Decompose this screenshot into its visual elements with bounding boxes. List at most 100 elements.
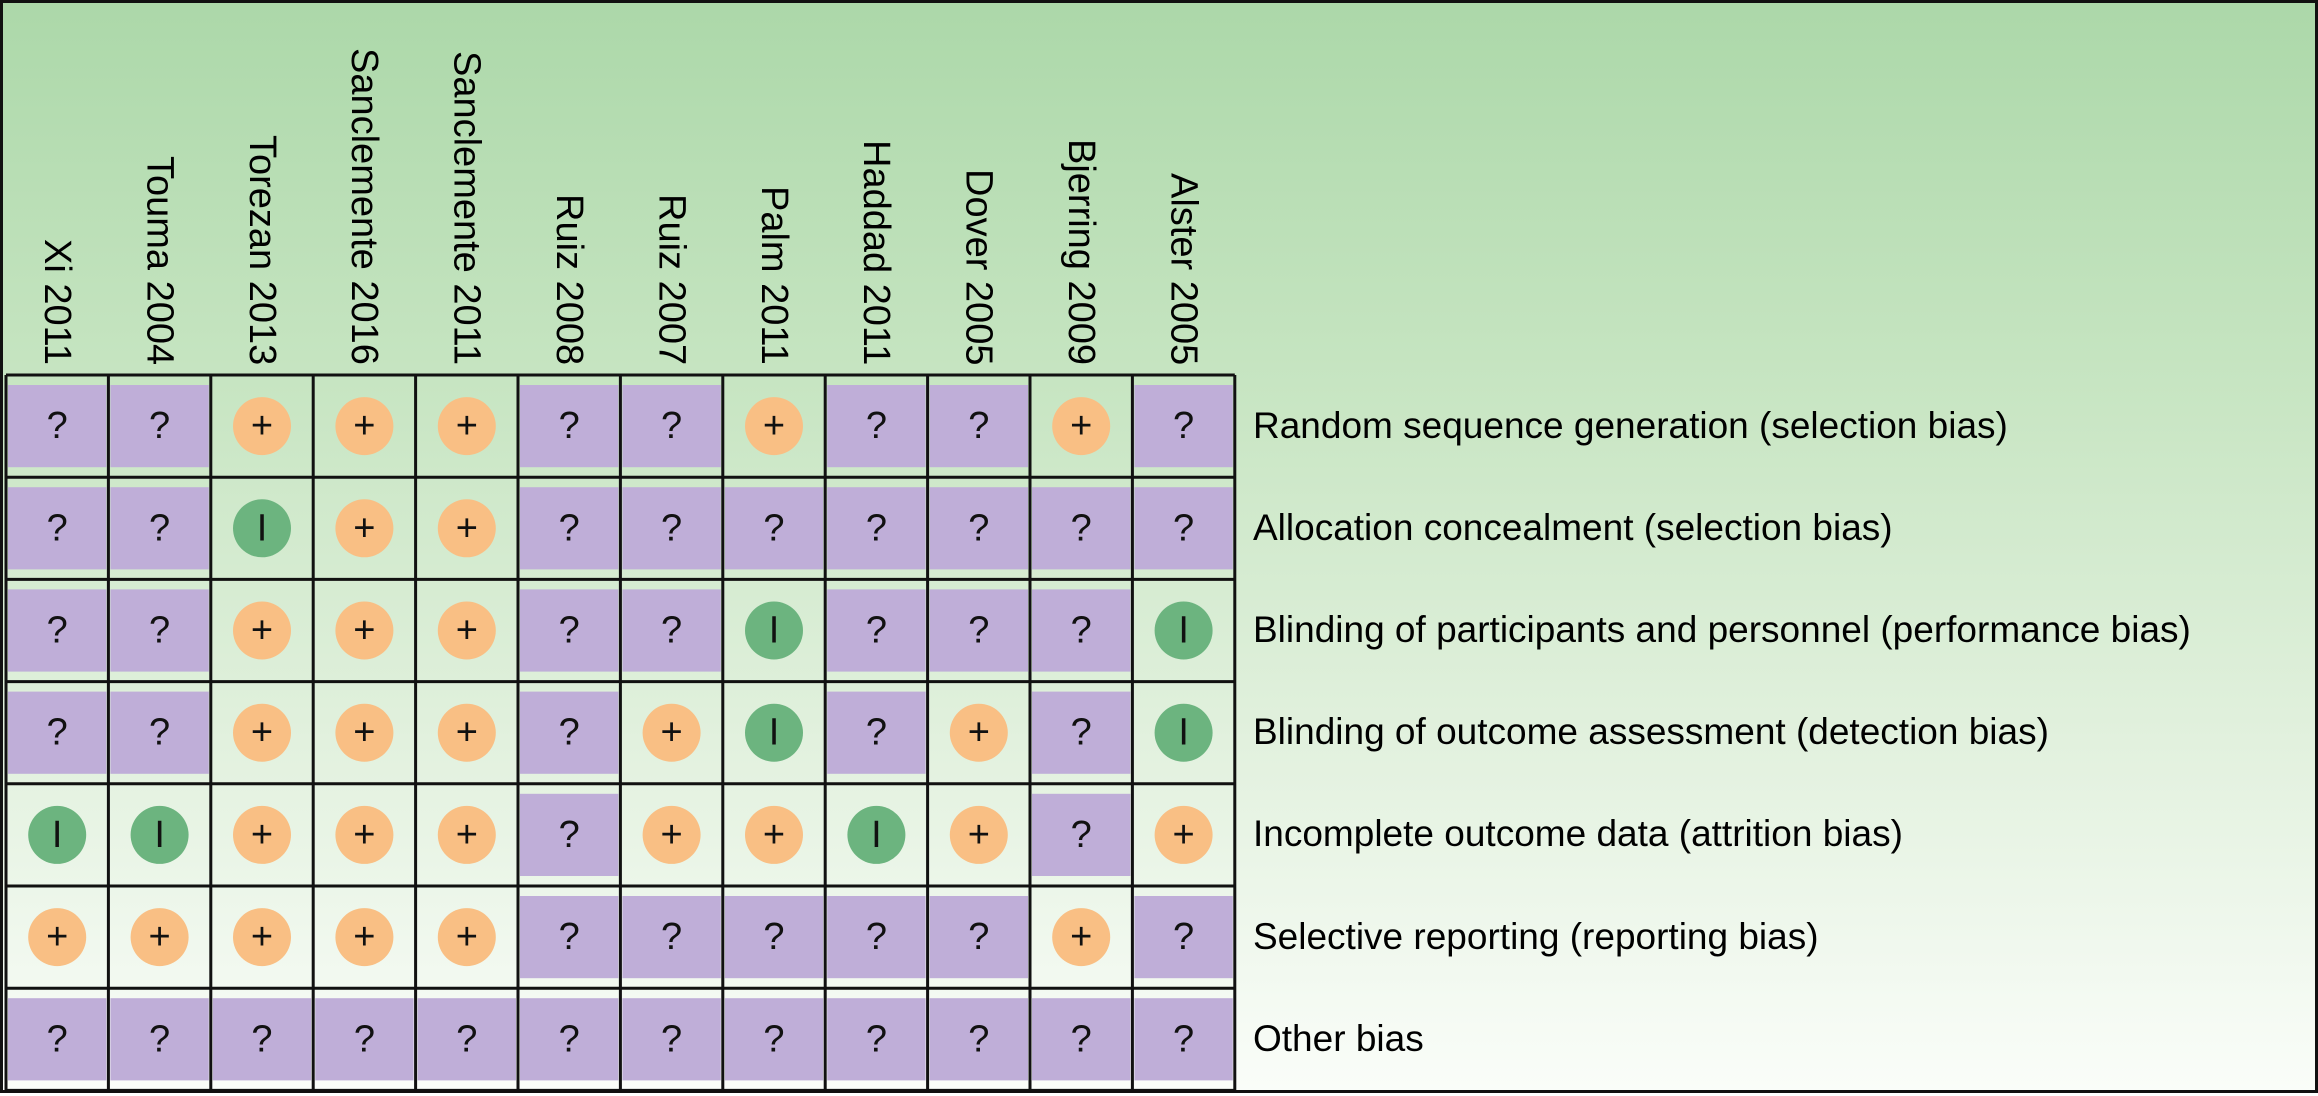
unclear-mark — [1032, 487, 1131, 570]
unclear-mark — [417, 998, 516, 1081]
judgement-symbol: ? — [1173, 405, 1194, 447]
judgement-symbol: ? — [47, 405, 68, 447]
domain-label: Blinding of outcome assessment (detectio… — [1253, 711, 2049, 753]
domain-label: Other bias — [1253, 1017, 1424, 1059]
judgement-symbol: + — [353, 405, 375, 447]
judgement-symbol: ? — [968, 1018, 989, 1060]
judgement-cell: ? — [520, 998, 619, 1081]
study-label: Alster 2005 — [1132, 3, 1234, 375]
judgement-symbol: + — [353, 814, 375, 856]
judgement-symbol: ? — [251, 1018, 272, 1060]
judgement-symbol: ? — [559, 610, 580, 652]
low-risk-mark — [437, 397, 496, 456]
judgement-cell: + — [1052, 908, 1111, 967]
judgement-cell: ? — [929, 589, 1028, 672]
unclear-mark — [724, 998, 824, 1081]
judgement-cell: + — [335, 908, 394, 967]
judgement-symbol: ? — [149, 507, 170, 549]
judgement-symbol: + — [660, 712, 682, 754]
judgement-cell: ? — [827, 487, 926, 570]
study-label: Sanclemente 2011 — [416, 3, 518, 375]
low-risk-mark — [437, 703, 496, 762]
low-risk-mark — [745, 397, 803, 456]
judgement-symbol: ? — [47, 712, 68, 754]
study-label: Ruiz 2007 — [620, 3, 722, 375]
domain-label: Incomplete outcome data (attrition bias) — [1253, 813, 1903, 855]
judgement-cell: ? — [827, 385, 926, 468]
judgement-cell: + — [1154, 805, 1213, 864]
study-label-text: Alster 2005 — [1162, 172, 1205, 365]
judgement-cell: ? — [520, 896, 619, 979]
judgement-symbol: ? — [559, 1018, 580, 1060]
judgement-symbol: ? — [661, 610, 682, 652]
judgement-symbol: ? — [559, 712, 580, 754]
unclear-mark — [724, 487, 824, 570]
judgement-cell: I — [745, 703, 803, 762]
judgement-symbol: + — [251, 405, 273, 447]
low-risk-mark — [949, 805, 1008, 864]
study-label: Sanclemente 2016 — [313, 3, 415, 375]
study-label: Haddad 2011 — [825, 3, 927, 375]
judgement-cell: ? — [622, 998, 721, 1081]
judgement-cell: I — [1154, 703, 1213, 762]
judgement-cell: + — [437, 601, 496, 660]
judgement-cell: + — [642, 703, 701, 762]
unclear-mark — [110, 998, 209, 1081]
judgement-symbol: + — [968, 712, 990, 754]
judgement-cell: ? — [1032, 691, 1131, 774]
judgement-cell: ? — [110, 589, 209, 672]
judgement-cell: + — [335, 397, 394, 456]
judgement-cell: + — [335, 499, 394, 558]
unclear-mark — [110, 691, 209, 774]
judgement-cell: ? — [1134, 896, 1233, 979]
judgement-symbol: ? — [1071, 1018, 1092, 1060]
unclear-mark — [110, 589, 209, 672]
judgement-symbol: ? — [968, 405, 989, 447]
low-risk-mark — [233, 703, 291, 762]
judgement-cell: + — [233, 703, 291, 762]
unclear-mark — [110, 487, 209, 570]
domain-label: Blinding of participants and personnel (… — [1253, 608, 2191, 650]
high-risk-mark — [1154, 601, 1213, 660]
judgement-symbol: ? — [763, 916, 784, 958]
study-label-text: Torezan 2013 — [240, 134, 283, 365]
low-risk-mark — [437, 805, 496, 864]
low-risk-mark — [130, 908, 189, 967]
judgement-symbol: + — [1070, 916, 1092, 958]
judgement-cell: ? — [724, 896, 824, 979]
judgement-symbol: ? — [149, 610, 170, 652]
unclear-mark — [622, 896, 721, 979]
judgement-cell: ? — [1134, 998, 1233, 1081]
study-label: Palm 2011 — [723, 3, 825, 375]
unclear-mark — [8, 487, 107, 570]
judgement-symbol: ? — [1071, 507, 1092, 549]
low-risk-mark — [28, 908, 87, 967]
judgement-cell: + — [745, 397, 803, 456]
unclear-mark — [622, 385, 721, 468]
judgement-cell: ? — [827, 998, 926, 1081]
judgement-symbol: ? — [1173, 1018, 1194, 1060]
judgement-symbol: ? — [47, 1018, 68, 1060]
judgement-cell: ? — [8, 385, 107, 468]
judgement-cell: + — [233, 908, 291, 967]
judgement-cell: + — [233, 805, 291, 864]
low-risk-mark — [642, 805, 701, 864]
study-label-text: Dover 2005 — [957, 168, 1000, 365]
judgement-symbol: + — [251, 610, 273, 652]
judgement-symbol: + — [148, 916, 170, 958]
low-risk-mark — [233, 908, 291, 967]
study-label-text: Ruiz 2008 — [548, 193, 590, 365]
unclear-mark — [520, 691, 619, 774]
judgement-cell: ? — [8, 487, 107, 570]
judgement-symbol: ? — [456, 1018, 477, 1060]
judgement-cell: ? — [1032, 487, 1131, 570]
judgement-cell: ? — [110, 998, 209, 1081]
low-risk-mark — [1154, 805, 1213, 864]
unclear-mark — [1134, 998, 1233, 1081]
judgement-cell: + — [335, 703, 394, 762]
judgement-symbol: + — [353, 507, 375, 549]
unclear-mark — [929, 487, 1028, 570]
judgement-cell: + — [233, 397, 291, 456]
judgement-cell: + — [437, 397, 496, 456]
judgement-cell: ? — [622, 487, 721, 570]
